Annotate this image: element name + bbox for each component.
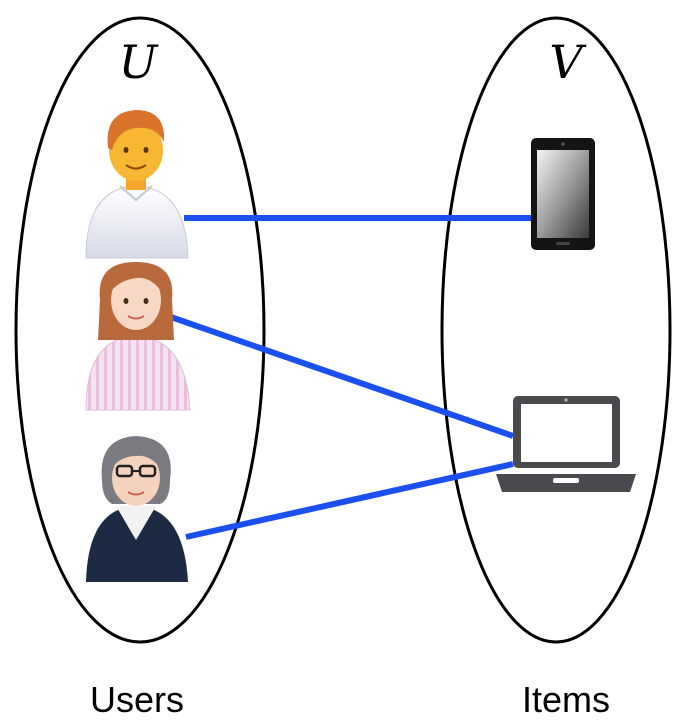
laptop-icon (496, 396, 636, 492)
items-set-ellipse (440, 16, 672, 644)
edge-businesswoman-laptop (185, 461, 514, 540)
users-set-symbol: U (119, 35, 160, 89)
users-caption: Users (90, 679, 184, 720)
items-set-symbol: V (549, 35, 587, 89)
users-set-ellipse (14, 16, 266, 644)
user-man-icon (85, 110, 189, 259)
edge-woman-laptop (167, 313, 514, 439)
user-woman-icon (85, 262, 191, 411)
items-caption: Items (522, 679, 610, 720)
edges (167, 215, 533, 540)
smartphone-icon (531, 138, 595, 250)
user-businesswoman-icon (86, 436, 188, 582)
